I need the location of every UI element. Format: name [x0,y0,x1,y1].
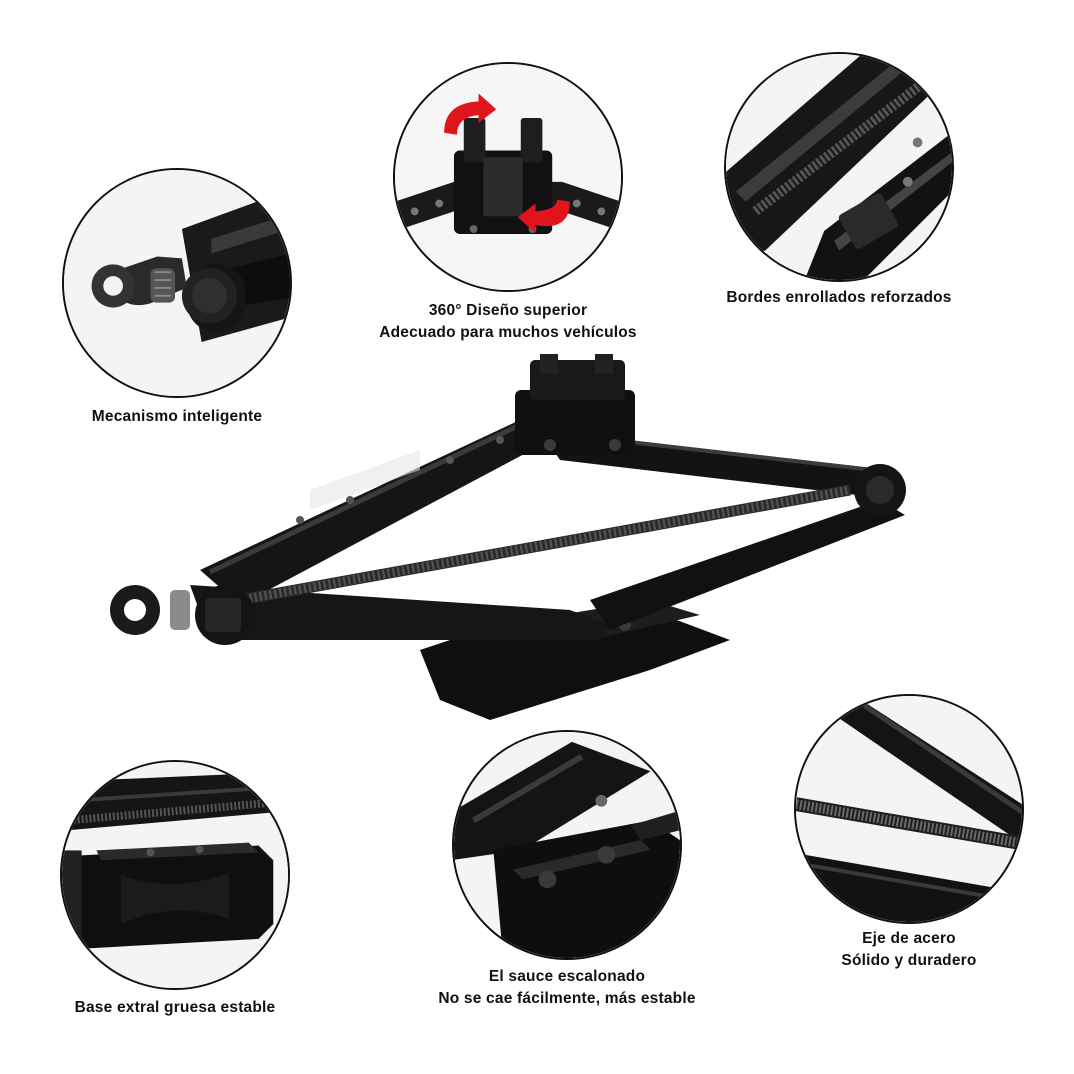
edges-caption-line-1: Bordes enrollados reforzados [726,289,952,306]
axle-caption-line-1: Eje de acero [862,930,956,947]
mechanism-caption-line-1: Mecanismo inteligente [91,408,263,425]
axle-caption: Eje de acero Sólido y duradero [774,928,1044,972]
stepped-detail-circle [452,730,682,960]
stepped-caption: El sauce escalonado No se cae fácilmente… [400,966,734,1010]
top-design-caption-line-2: Adecuado para muchos vehículos [379,324,637,341]
axle-detail-circle [794,694,1024,924]
axle-caption-line-2: Sólido y duradero [841,952,977,969]
mechanism-detail-circle [62,168,292,398]
base-caption-line-1: Base extral gruesa estable [74,999,276,1016]
scissor-jack-image [110,354,906,720]
top-design-caption-line-1: 360° Diseño superior [428,302,588,319]
stepped-caption-line-1: El sauce escalonado [488,968,646,985]
stepped-saddle-icon [454,732,680,958]
edges-detail-circle [724,52,954,282]
top-design-detail-circle [393,62,623,292]
thick-base-icon [62,762,288,988]
top-design-caption: 360° Diseño superior Adecuado para mucho… [333,300,683,344]
rolled-edge-arm-icon [726,54,952,280]
stepped-caption-line-2: No se cae fácilmente, más estable [438,990,696,1007]
base-detail-circle [60,760,290,990]
eye-bolt-pivot-icon [64,170,290,396]
mechanism-caption: Mecanismo inteligente [62,406,292,428]
edges-caption: Bordes enrollados reforzados [689,287,989,309]
threaded-steel-rod-icon [796,696,1022,922]
rotating-saddle-icon [395,64,621,290]
base-caption: Base extral gruesa estable [30,997,320,1019]
